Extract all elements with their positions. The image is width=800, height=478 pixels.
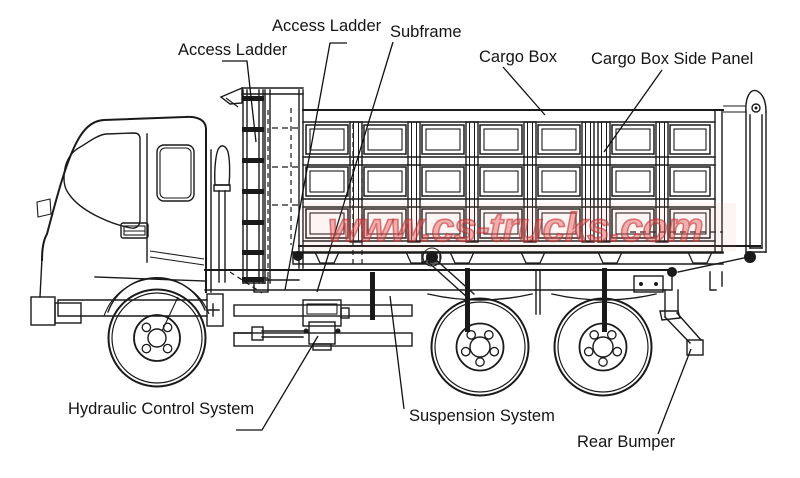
cargo-box-panels <box>305 124 711 239</box>
rear-wheel-rear <box>553 297 653 397</box>
rear-wheel-front <box>430 297 530 397</box>
rear-bumper-part <box>659 310 704 356</box>
leaf-springs <box>427 293 657 301</box>
label-cargo-box: Cargo Box <box>479 48 558 66</box>
label-rear-bumper: Rear Bumper <box>577 433 676 451</box>
leader-lines <box>222 41 692 435</box>
label-cargo-box-side-panel: Cargo Box Side Panel <box>591 50 753 68</box>
label-hydraulic-control-system: Hydraulic Control System <box>68 400 254 418</box>
leader-cargo-box-side-panel <box>603 69 663 153</box>
floor-stake-pockets <box>314 251 713 264</box>
leader-subframe <box>316 41 394 293</box>
reference-cross-mark <box>206 303 220 317</box>
subframe-rails <box>292 252 724 265</box>
headboard-access-ladder <box>219 86 304 293</box>
tailgate-pivot <box>744 251 756 263</box>
leader-hydraulic-control-system <box>236 335 319 431</box>
ladder-rungs <box>242 96 264 282</box>
hydraulic-pump-assembly <box>233 299 350 351</box>
label-access-ladder-top: Access Ladder <box>272 17 382 35</box>
label-suspension-system: Suspension System <box>409 407 555 425</box>
hidden-hoist-cylinder <box>352 124 363 268</box>
leader-rear-bumper <box>657 348 692 435</box>
leader-cargo-box <box>502 66 546 116</box>
watermark: www.cs-trucks.com <box>302 203 736 251</box>
chassis-frame <box>57 247 724 347</box>
leader-suspension-system <box>389 295 405 410</box>
leader-access-ladder-top <box>284 42 347 291</box>
front-wheel <box>107 288 207 388</box>
truck-cab <box>30 115 231 326</box>
spring-hanger <box>370 272 375 320</box>
tailgate <box>677 89 767 273</box>
watermark-text: www.cs-trucks.com <box>328 204 703 250</box>
part-labels: Access Ladder Access Ladder Subframe Car… <box>68 17 753 451</box>
leader-access-ladder-left <box>222 60 257 143</box>
label-subframe: Subframe <box>390 23 462 41</box>
watermark-band <box>302 203 736 251</box>
label-access-ladder-left: Access Ladder <box>178 41 288 59</box>
